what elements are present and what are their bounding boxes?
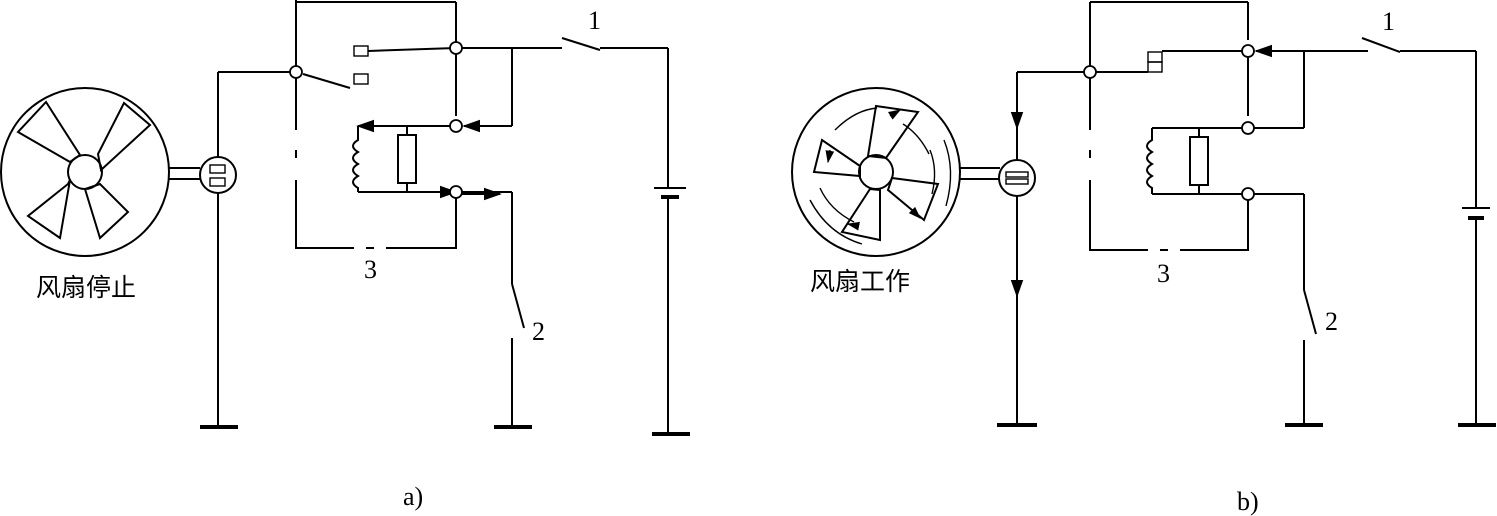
label-switch-1-a: 1 (588, 6, 601, 35)
motor-connector-b (998, 159, 1036, 197)
relay-coil-b (1146, 127, 1248, 195)
label-switch-2-a: 2 (532, 317, 545, 346)
fan-status-a: 风扇停止 (36, 273, 136, 302)
relay-contact-a (302, 45, 457, 89)
label-switch-1-b: 1 (1382, 7, 1395, 36)
switch-2-b (1303, 289, 1317, 335)
label-relay-a: 3 (364, 255, 377, 284)
label-switch-2-b: 2 (1325, 307, 1338, 336)
relay-box-b (1089, 1, 1249, 251)
fan-a-icon (0, 87, 200, 257)
fan-b-icon (791, 87, 1000, 257)
motor-connector-a (199, 156, 237, 194)
panel-b: 1 2 3 风扇工作 b) (791, 1, 1496, 516)
switch-1-a (561, 37, 601, 51)
label-relay-b: 3 (1157, 259, 1170, 288)
panel-a: 1 2 3 风扇停止 a) (0, 0, 690, 511)
fan-status-b: 风扇工作 (810, 267, 910, 296)
caption-b: b) (1237, 487, 1259, 516)
relay-contact-b (1096, 50, 1248, 73)
switch-1-b (1361, 37, 1401, 53)
switch-2-a (511, 283, 525, 329)
caption-a: a) (403, 482, 423, 511)
relay-box-a (295, 0, 457, 249)
relay-coil-a (352, 119, 458, 199)
